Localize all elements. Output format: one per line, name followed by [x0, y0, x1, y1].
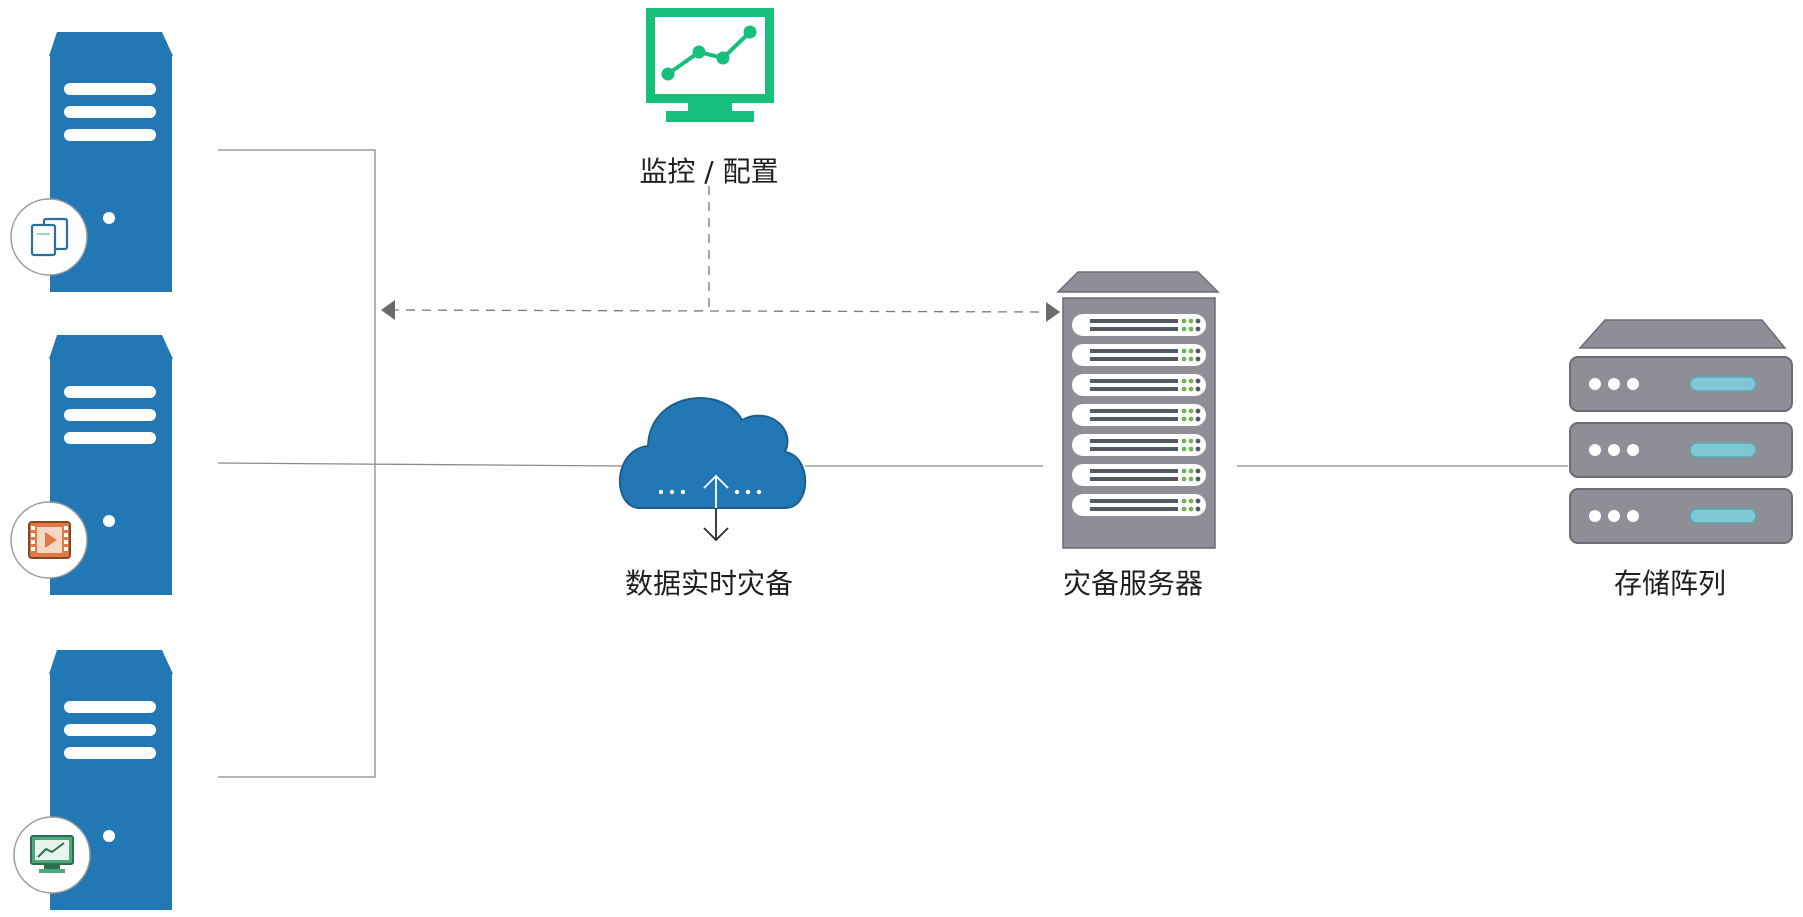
management-dashed-lines	[389, 186, 1046, 313]
video-icon	[10, 501, 88, 579]
connector-lines	[217, 149, 1568, 778]
source-server-2	[10, 335, 173, 595]
bus-line	[218, 149, 376, 778]
line-chart-monitor-icon	[646, 8, 774, 122]
storage-array-icon	[1569, 319, 1793, 544]
storage-array-label: 存储阵列	[1613, 567, 1726, 600]
server2-to-cloud-line	[217, 462, 623, 467]
source-server-1	[10, 32, 173, 292]
arrow-right-icon	[1046, 302, 1060, 322]
monitor-config-label: 监控 / 配置	[639, 155, 779, 188]
dr-server-label: 灾备服务器	[1062, 567, 1203, 600]
cloud-sync-icon	[619, 397, 807, 542]
arrow-left-icon	[381, 300, 395, 320]
source-server-3	[13, 650, 173, 910]
chart-monitor-icon	[13, 816, 91, 894]
rack-server-icon	[1056, 271, 1220, 549]
documents-icon	[10, 198, 88, 276]
realtime-dr-label: 数据实时灾备	[624, 567, 793, 600]
